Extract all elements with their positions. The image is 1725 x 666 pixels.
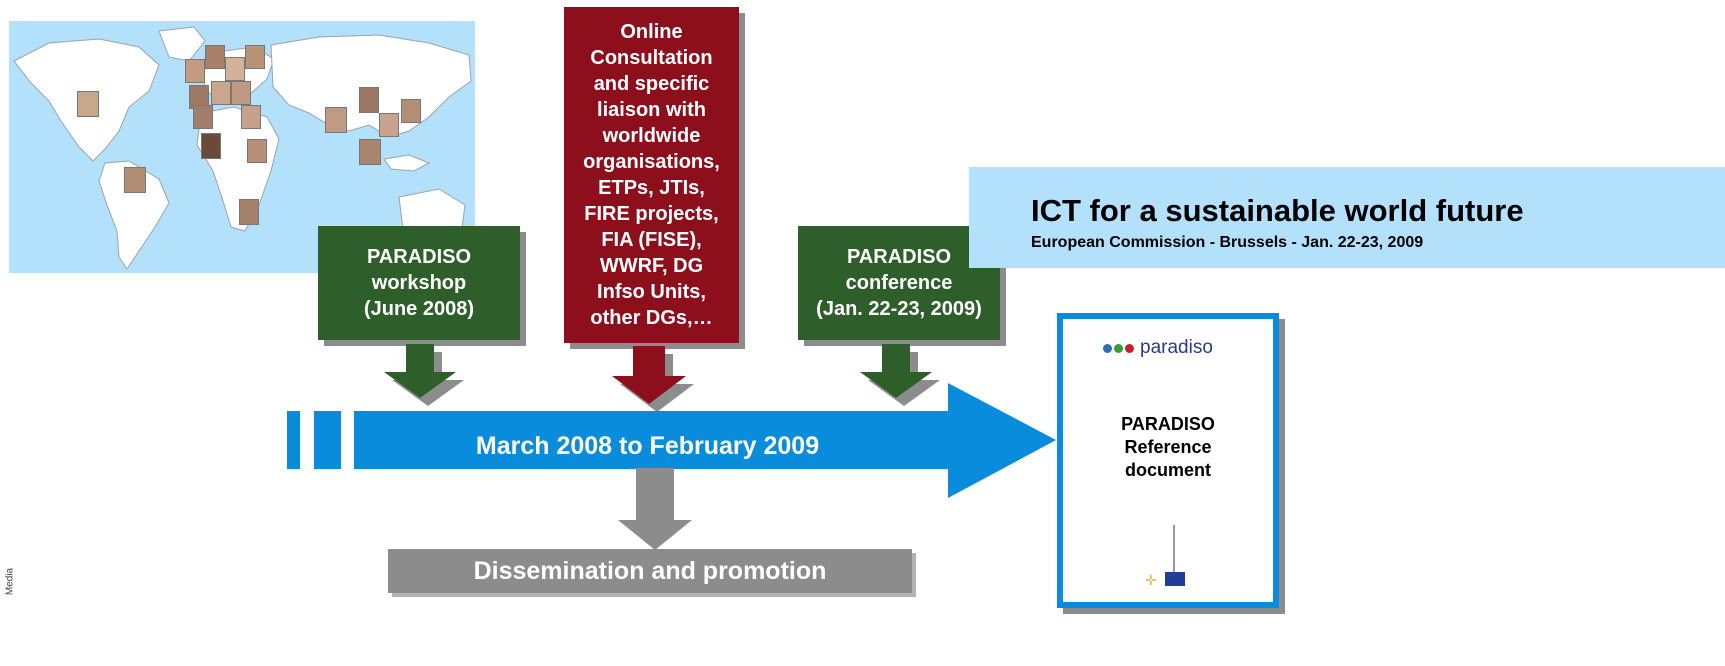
avatar (201, 133, 221, 159)
avatar (193, 105, 213, 129)
document-title: PARADISO Reference document (1063, 413, 1273, 482)
conference-line: PARADISO (846, 246, 952, 268)
consultation-line: and specific (593, 73, 710, 95)
paradiso-logo: paradiso (1103, 337, 1213, 359)
consultation-line: FIRE projects, (584, 203, 719, 225)
avatar (205, 45, 225, 69)
logo-dot-icon (1114, 343, 1123, 353)
avatar (77, 91, 99, 117)
consultation-line: other DGs,… (590, 307, 713, 329)
document-title-line: document (1124, 460, 1211, 480)
consultation-line: Online (620, 21, 683, 43)
side-label: Media (4, 567, 16, 596)
consultation-line: WWRF, DG (599, 255, 704, 277)
timeline-dash (314, 411, 341, 469)
consultation-line: organisations, (583, 151, 720, 173)
avatar (185, 59, 205, 83)
workshop-box: PARADISO workshop (June 2008) (318, 226, 520, 340)
document-title-line: Reference (1124, 437, 1212, 457)
event-subtitle: European Commission - Brussels - Jan. 22… (1031, 234, 1424, 251)
avatar (379, 113, 399, 137)
logo-dot-icon (1103, 343, 1112, 353)
eu-flag-icon (1165, 572, 1185, 586)
event-banner: ICT for a sustainable world future Europ… (969, 167, 1725, 268)
down-arrow (620, 354, 694, 412)
avatar (241, 105, 261, 129)
consultation-line: worldwide (602, 125, 701, 147)
dissemination-bar: Dissemination and promotion (388, 549, 912, 593)
dissemination-label: Dissemination and promotion (473, 557, 827, 585)
avatar (245, 45, 265, 69)
avatar (325, 107, 347, 133)
world-map (9, 21, 475, 273)
avatar (225, 57, 245, 81)
reference-document: paradiso PARADISO Reference document ✛ (1057, 313, 1279, 608)
workshop-line: PARADISO (366, 246, 472, 268)
timeline-label: March 2008 to February 2009 (475, 432, 820, 460)
consultation-line: ETPs, JTIs, (598, 177, 705, 199)
workshop-line: workshop (371, 272, 467, 294)
timeline-dash (287, 411, 300, 469)
conference-line: (Jan. 22-23, 2009) (816, 298, 982, 320)
down-arrow (860, 344, 932, 398)
document-title-line: PARADISO (1121, 414, 1215, 434)
avatar (247, 139, 267, 163)
avatar (211, 81, 231, 105)
consultation-line: FIA (FISE), (601, 229, 702, 251)
down-arrow (612, 346, 686, 404)
avatar (124, 167, 146, 193)
avatar (359, 139, 381, 165)
down-arrow (384, 344, 456, 398)
down-arrow (618, 468, 692, 550)
consultation-box: Online Consultation and specific liaison… (564, 7, 739, 343)
logo-dot-icon (1125, 343, 1134, 353)
conference-box: PARADISO conference (Jan. 22-23, 2009) (798, 226, 1000, 340)
down-arrow (392, 352, 464, 406)
consultation-line: liaison with (597, 99, 706, 121)
down-arrow (868, 352, 940, 406)
vertical-fine-print (1173, 525, 1175, 577)
avatar (231, 81, 251, 105)
consultation-line: Infso Units, (597, 281, 706, 303)
avatar (401, 99, 421, 123)
cross-icon: ✛ (1145, 572, 1157, 588)
logo-text: paradiso (1140, 337, 1213, 358)
consultation-line: Consultation (590, 47, 713, 69)
event-title: ICT for a sustainable world future (1031, 193, 1524, 228)
avatar (239, 199, 259, 225)
workshop-line: (June 2008) (363, 298, 475, 320)
avatar (359, 87, 379, 113)
conference-line: conference (845, 272, 953, 294)
